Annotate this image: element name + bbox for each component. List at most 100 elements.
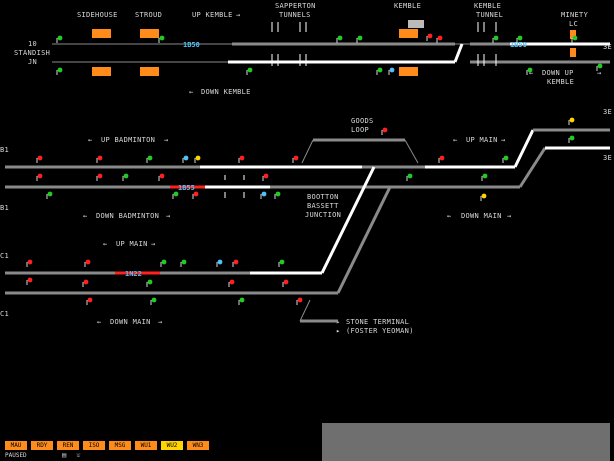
label-3e-2: 3E <box>603 108 612 116</box>
signal-head[interactable] <box>193 191 199 197</box>
signal-head[interactable] <box>437 35 443 41</box>
toolbar-button-rdy[interactable]: RDY <box>31 441 53 450</box>
toolbar-button-wn3[interactable]: WN3 <box>187 441 209 450</box>
signal-head[interactable] <box>83 279 89 285</box>
crossover-kemble[interactable] <box>453 43 464 63</box>
signal-head[interactable] <box>357 35 363 41</box>
signal-head[interactable] <box>37 155 43 161</box>
signal-head[interactable] <box>597 63 603 69</box>
toolbar-button-wu1[interactable]: WU1 <box>135 441 157 450</box>
signal-head[interactable] <box>261 191 267 197</box>
label-kemble-tunnel-2: TUNNEL <box>476 11 503 19</box>
label-minety: MINETY <box>561 11 589 19</box>
berth-mid-1[interactable]: 1B55 <box>178 184 195 192</box>
label-sidehouse: SIDEHOUSE <box>77 11 118 19</box>
toolbar-button-msg[interactable]: MSG <box>109 441 131 450</box>
toolbar-button-ren[interactable]: REN <box>57 441 79 450</box>
signal-head[interactable] <box>37 173 43 179</box>
signal-head[interactable] <box>389 67 395 73</box>
signal-head[interactable] <box>147 155 153 161</box>
arrow-up-main-2-r: → <box>151 240 156 248</box>
signal-head[interactable] <box>279 259 285 265</box>
signal-head[interactable] <box>183 155 189 161</box>
signal-head[interactable] <box>493 35 499 41</box>
label-down-badminton: DOWN BADMINTON <box>96 212 159 220</box>
track-down-main-rise[interactable] <box>518 147 547 188</box>
signal-head[interactable] <box>147 279 153 285</box>
label-lc: LC <box>569 20 578 28</box>
berth-low-1[interactable]: 1N22 <box>125 270 142 278</box>
signal-head[interactable] <box>87 297 93 303</box>
signal-head[interactable] <box>97 173 103 179</box>
track-junction-down[interactable] <box>336 186 392 294</box>
signal-head[interactable] <box>159 173 165 179</box>
signal-head[interactable] <box>181 259 187 265</box>
signal-head[interactable] <box>97 155 103 161</box>
label-down-up: DOWN UP <box>542 69 574 77</box>
signal-head[interactable] <box>123 173 129 179</box>
signal-head[interactable] <box>229 279 235 285</box>
arrow-down-badminton-l: ← <box>83 212 88 220</box>
signal-head[interactable] <box>275 191 281 197</box>
label-stroud: STROUD <box>135 11 162 19</box>
arrow-up-r: → <box>597 69 602 77</box>
track-goods-loop-east[interactable] <box>404 139 419 164</box>
label-c1-top: C1 <box>0 252 9 260</box>
berth-top-2[interactable]: 1B50 <box>510 41 527 49</box>
signal-head[interactable] <box>439 155 445 161</box>
block-sidehouse-up <box>92 29 111 38</box>
signal-head[interactable] <box>382 127 388 133</box>
signal-head[interactable] <box>407 173 413 179</box>
signal-head[interactable] <box>293 155 299 161</box>
block-stroud-down <box>140 67 159 76</box>
berth-top-1[interactable]: 1B50 <box>183 41 200 49</box>
signal-head[interactable] <box>527 67 533 73</box>
track-junction-up[interactable] <box>320 166 376 274</box>
block-sidehouse-down <box>92 67 111 76</box>
signal-head[interactable] <box>27 277 33 283</box>
signal-head[interactable] <box>57 35 63 41</box>
signal-head[interactable] <box>337 35 343 41</box>
signal-head[interactable] <box>503 155 509 161</box>
signal-head[interactable] <box>247 67 253 73</box>
signal-head[interactable] <box>481 193 487 199</box>
signal-head[interactable] <box>572 35 578 41</box>
signal-head[interactable] <box>195 155 201 161</box>
label-c1-bottom: C1 <box>0 310 9 318</box>
signal-head[interactable] <box>297 297 303 303</box>
signals-group <box>26 33 603 305</box>
label-3e-3: 3E <box>603 154 612 162</box>
signal-head[interactable] <box>239 155 245 161</box>
signal-head[interactable] <box>263 173 269 179</box>
toolbar-button-mau[interactable]: MAU <box>5 441 27 450</box>
signal-head[interactable] <box>517 35 523 41</box>
phone-icon[interactable]: ☏ <box>76 451 81 459</box>
label-up-main-1: UP MAIN <box>466 136 498 144</box>
signal-head[interactable] <box>569 117 575 123</box>
toolbar-button-iso[interactable]: ISO <box>83 441 105 450</box>
signal-head[interactable] <box>217 259 223 265</box>
signal-head[interactable] <box>173 191 179 197</box>
signal-head[interactable] <box>159 35 165 41</box>
signal-head[interactable] <box>57 67 63 73</box>
signal-head[interactable] <box>85 259 91 265</box>
signal-head[interactable] <box>427 33 433 39</box>
signal-head[interactable] <box>233 259 239 265</box>
track-goods-loop-west[interactable] <box>301 139 314 164</box>
signal-head[interactable] <box>151 297 157 303</box>
signal-head[interactable] <box>47 191 53 197</box>
arrow-down-kemble: ← <box>189 88 194 96</box>
signal-head[interactable] <box>161 259 167 265</box>
signal-head[interactable] <box>239 297 245 303</box>
arrow-down-main-2-r: → <box>158 318 163 326</box>
toolbar-button-wu2[interactable]: WU2 <box>161 441 183 450</box>
signal-head[interactable] <box>377 67 383 73</box>
track-up-main-rise[interactable] <box>513 129 535 168</box>
printer-icon[interactable]: ▤ <box>62 451 67 459</box>
track-stone-terminal-link[interactable] <box>299 299 311 322</box>
signal-head[interactable] <box>569 135 575 141</box>
signal-head[interactable] <box>283 279 289 285</box>
message-panel <box>322 423 610 461</box>
signal-head[interactable] <box>482 173 488 179</box>
signal-head[interactable] <box>27 259 33 265</box>
